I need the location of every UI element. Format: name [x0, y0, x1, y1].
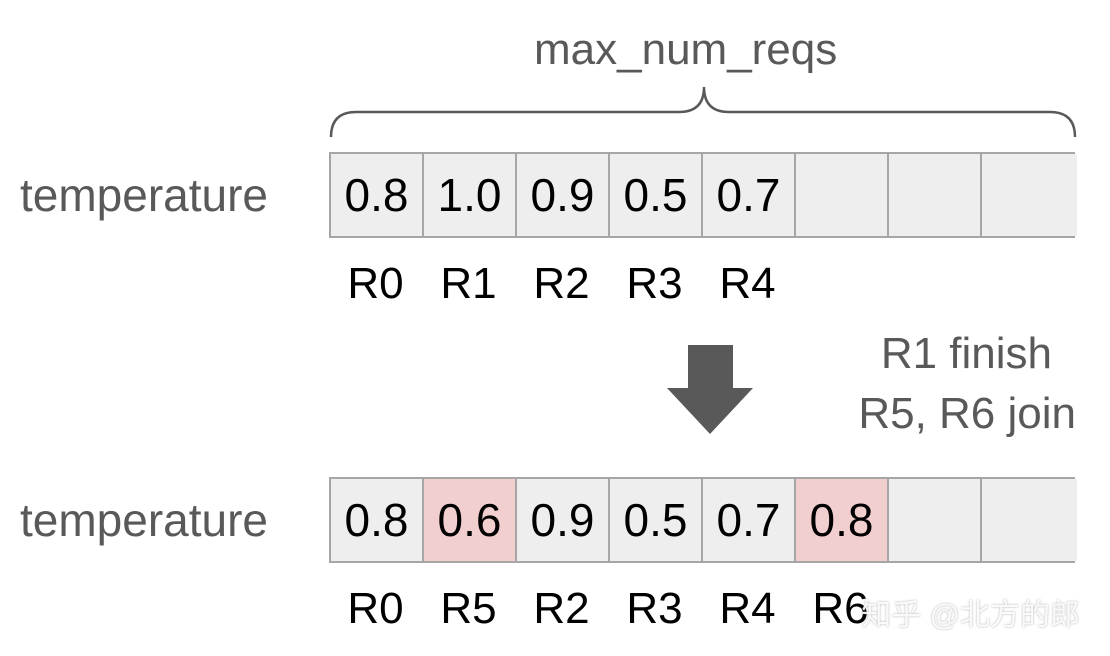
- top-cell-2: 0.9: [517, 154, 610, 236]
- down-arrow-icon: [667, 345, 753, 434]
- bottom-cell-4: 0.7: [703, 479, 796, 561]
- bottom-request-id: R6: [812, 584, 869, 633]
- bottom-request-ids: R0 R5 R2 R3 R4 R6: [329, 587, 887, 631]
- top-cell-3: 0.5: [610, 154, 703, 236]
- top-request-id: R4: [719, 259, 776, 308]
- bottom-cell-0: 0.8: [331, 479, 424, 561]
- bottom-cell-2: 0.9: [517, 479, 610, 561]
- bottom-cell-1: 0.6: [424, 479, 517, 561]
- top-request-id: R2: [533, 259, 590, 308]
- bottom-cell-3: 0.5: [610, 479, 703, 561]
- top-cell-1: 1.0: [424, 154, 517, 236]
- max-num-reqs-label: max_num_reqs: [534, 25, 838, 74]
- bottom-request-id: R4: [719, 584, 776, 633]
- top-temperature-label: temperature: [20, 169, 269, 221]
- top-request-id: R0: [347, 259, 404, 308]
- bottom-temperature-array: 0.8 0.6 0.9 0.5 0.7 0.8: [329, 477, 1077, 563]
- top-cell-4: 0.7: [703, 154, 796, 236]
- event-line-finish: R1 finish: [880, 329, 1052, 378]
- watermark: 知乎 @北方的郎: [861, 599, 1080, 632]
- event-line-join: R5, R6 join: [858, 389, 1076, 438]
- bottom-request-id: R5: [440, 584, 497, 633]
- bottom-request-id: R0: [347, 584, 404, 633]
- bottom-cell-7: [982, 479, 1077, 561]
- top-cell-7: [982, 154, 1077, 236]
- bottom-request-id: R3: [626, 584, 683, 633]
- bottom-request-id: R2: [533, 584, 590, 633]
- max-num-reqs-brace: [329, 86, 1077, 138]
- top-cell-6: [889, 154, 982, 236]
- top-request-id: R3: [626, 259, 683, 308]
- bottom-temperature-label: temperature: [20, 494, 269, 546]
- top-request-id: R1: [440, 259, 497, 308]
- top-temperature-array: 0.8 1.0 0.9 0.5 0.7: [329, 152, 1077, 238]
- bottom-cell-6: [889, 479, 982, 561]
- top-cell-0: 0.8: [331, 154, 424, 236]
- top-cell-5: [796, 154, 889, 236]
- top-request-ids: R0 R1 R2 R3 R4: [329, 262, 794, 306]
- bottom-cell-5: 0.8: [796, 479, 889, 561]
